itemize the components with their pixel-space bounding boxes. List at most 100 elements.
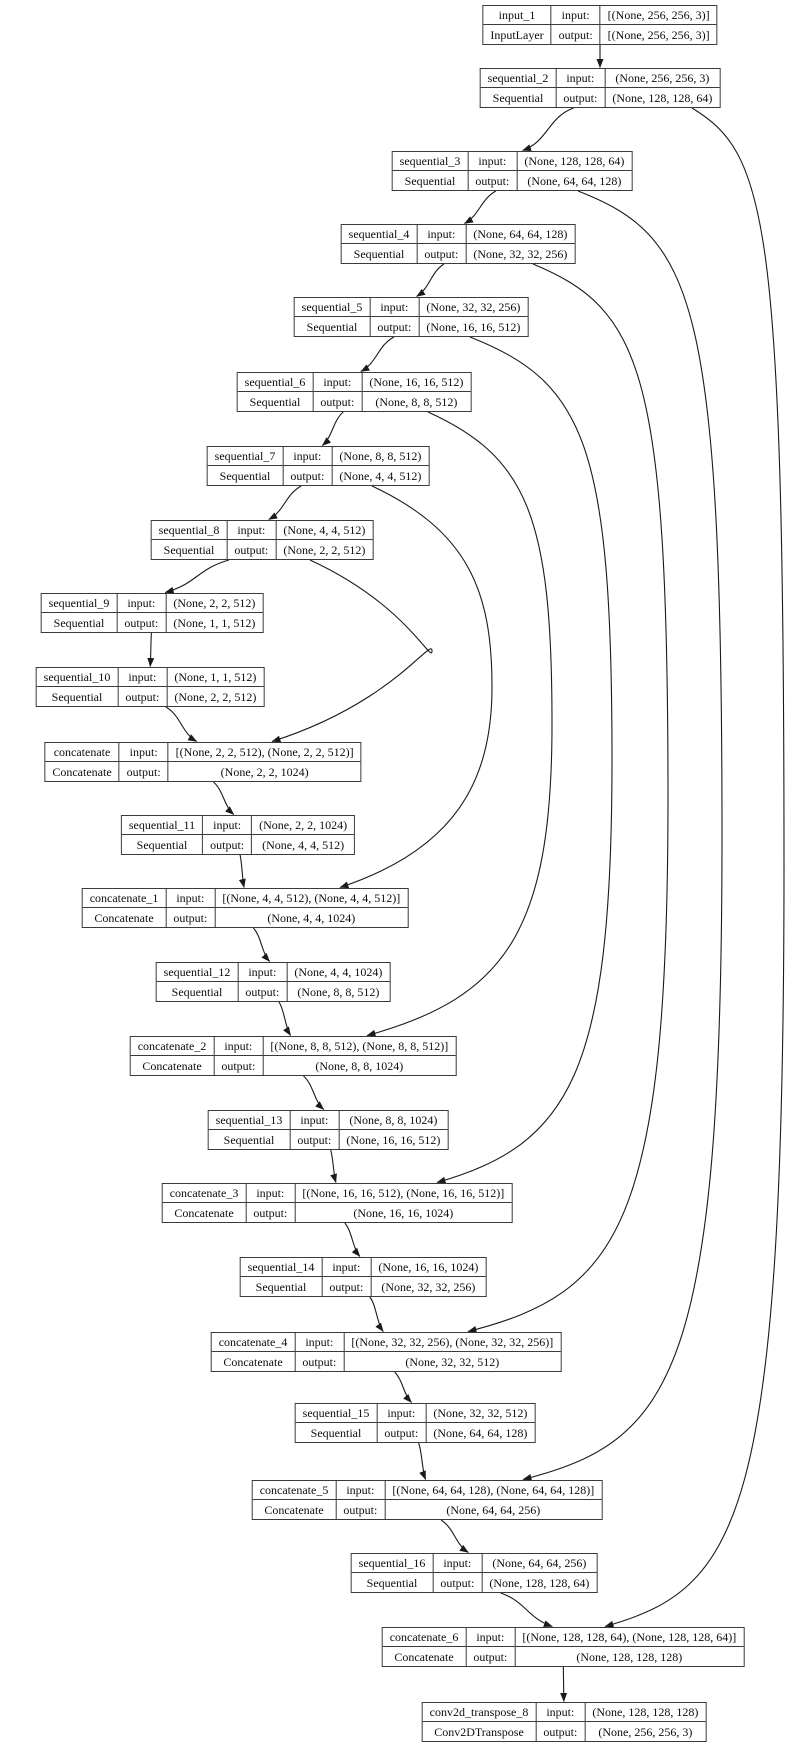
input-label: input: [551, 6, 601, 25]
output-shape: (None, 2, 2, 512) [283, 542, 366, 557]
input-label: input: [119, 743, 169, 762]
input-label: input: [336, 1481, 386, 1500]
layer-name: sequential_15 [295, 1404, 378, 1423]
edge-concatenate_6-to-conv2d_transpose_8 [560, 1666, 568, 1702]
input-label: input: [417, 225, 467, 244]
edge-sequential_8-to-sequential_9 [164, 559, 230, 594]
layer-name: sequential_9 [41, 594, 118, 613]
input-label: input: [295, 1333, 345, 1352]
input-shape: [(None, 128, 128, 64), (None, 128, 128, … [515, 1628, 744, 1647]
input-shape: [(None, 16, 16, 512), (None, 16, 16, 512… [295, 1184, 512, 1203]
layer-name: sequential_11 [121, 816, 204, 835]
layer-name: concatenate_3 [162, 1184, 247, 1203]
output-shape: (None, 32, 32, 512) [405, 1354, 500, 1369]
input-label: input: [377, 1404, 427, 1423]
output-label: output: [238, 982, 288, 1001]
input-shape: [(None, 2, 2, 512), (None, 2, 2, 512)] [168, 743, 361, 762]
layer-class: Concatenate [163, 1203, 247, 1222]
output-label: output: [214, 1056, 264, 1075]
output-label: output: [377, 1423, 427, 1442]
layer-class: Concatenate [131, 1056, 215, 1075]
edge-sequential_7-to-concatenate_1 [339, 485, 493, 889]
input-shape: (None, 128, 128, 128) [585, 1703, 706, 1722]
output-label: output: [433, 1573, 483, 1592]
layer-class: Sequential [295, 317, 371, 336]
output-shape: (None, 64, 64, 128) [527, 173, 622, 188]
output-label: output: [552, 25, 601, 44]
input-label: input: [214, 1037, 264, 1056]
output-shape: (None, 8, 8, 512) [375, 394, 458, 409]
edge-sequential_8-to-concatenate [271, 559, 433, 743]
edge-sequential_6-to-sequential_7 [321, 411, 344, 446]
layer-class: Sequential [481, 88, 557, 107]
output-label: output: [246, 1203, 296, 1222]
edge-sequential_5-to-concatenate_3 [436, 336, 613, 1184]
input-shape: (None, 4, 4, 1024) [287, 963, 390, 982]
input-shape: (None, 1, 1, 512) [167, 668, 264, 687]
output-label: output: [283, 466, 333, 485]
output-label: output: [120, 762, 169, 781]
edge-sequential_3-to-sequential_4 [464, 190, 497, 224]
output-shape: (None, 8, 8, 512) [297, 984, 380, 999]
input-shape: (None, 32, 32, 512) [426, 1404, 535, 1423]
edge-concatenate_1-to-sequential_12 [252, 927, 271, 962]
layer-name: sequential_14 [240, 1258, 323, 1277]
layer-class: Sequential [352, 1573, 434, 1592]
output-shape: [(None, 256, 256, 3)] [607, 27, 710, 42]
edge-sequential_4-to-sequential_5 [416, 263, 445, 297]
input-label: input: [117, 594, 167, 613]
output-shape: (None, 4, 4, 1024) [267, 910, 356, 925]
output-shape: (None, 8, 8, 1024) [315, 1058, 404, 1073]
layer-name: sequential_13 [208, 1111, 291, 1130]
output-shape: (None, 4, 4, 512) [339, 468, 422, 483]
layer-class: Sequential [342, 244, 418, 263]
layer-name: sequential_10 [36, 668, 119, 687]
output-shape: (None, 256, 256, 3) [598, 1724, 693, 1739]
input-label: input: [468, 152, 518, 171]
output-label: output: [295, 1352, 345, 1371]
layer-name: concatenate_5 [252, 1481, 337, 1500]
edge-concatenate_4-to-sequential_15 [394, 1371, 412, 1403]
output-shape: (None, 16, 16, 512) [426, 319, 521, 334]
input-label: input: [466, 1628, 516, 1647]
layer-name: sequential_6 [237, 373, 314, 392]
input-label: input: [227, 521, 277, 540]
output-shape: (None, 1, 1, 512) [173, 615, 256, 630]
edge-sequential_6-to-concatenate_2 [366, 411, 553, 1037]
input-label: input: [536, 1703, 586, 1722]
edge-sequential_5-to-sequential_6 [360, 336, 395, 372]
layer-class: Sequential [157, 982, 239, 1001]
layer-name: concatenate [45, 743, 120, 762]
edge-sequential_16-to-concatenate_6 [500, 1592, 553, 1628]
input-label: input: [118, 668, 168, 687]
layer-class: Sequential [393, 171, 469, 190]
output-shape: (None, 64, 64, 128) [433, 1425, 528, 1440]
edge-concatenate-to-sequential_11 [213, 781, 235, 815]
output-label: output: [290, 1130, 340, 1149]
output-shape: (None, 32, 32, 256) [381, 1279, 476, 1294]
input-label: input: [322, 1258, 372, 1277]
input-label: input: [203, 816, 253, 835]
layer-name: concatenate_6 [382, 1628, 467, 1647]
output-shape: (None, 32, 32, 256) [473, 246, 568, 261]
layer-name: sequential_4 [341, 225, 418, 244]
edge-concatenate_2-to-sequential_13 [303, 1075, 325, 1110]
